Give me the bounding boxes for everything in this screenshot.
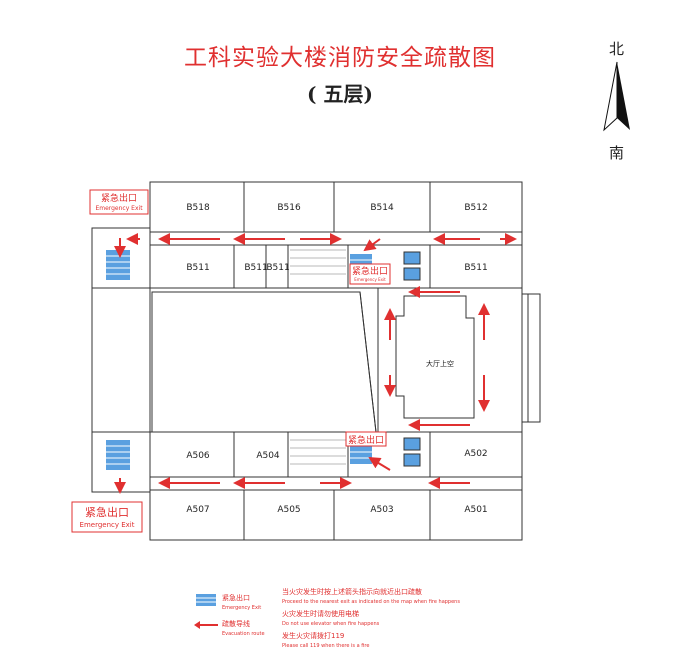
svg-text:Emergency Exit: Emergency Exit (95, 205, 143, 212)
legend-stair-icon (196, 594, 216, 606)
svg-text:紧急出口: 紧急出口 (352, 265, 388, 277)
room-a504: A504 (256, 451, 280, 461)
room-a502: A502 (464, 449, 487, 459)
legend-route-arrow-icon (194, 621, 218, 629)
stair-west-south-icon (106, 440, 130, 470)
svg-text:Emergency Exit: Emergency Exit (354, 277, 386, 282)
exit-sign-bottom-left: 紧急出口 Emergency Exit (71, 501, 143, 533)
north-arrow-icon (603, 61, 630, 132)
floor-subtitle: ( 五层) (307, 82, 373, 106)
stair-west-north-icon (106, 250, 130, 280)
room-a506: A506 (186, 451, 210, 461)
svg-text:紧急出口: 紧急出口 (101, 192, 137, 204)
room-b511-mid1: B511 (244, 263, 267, 273)
room-b511-right: B511 (464, 263, 487, 273)
svg-text:紧急出口: 紧急出口 (85, 505, 129, 519)
room-b516: B516 (277, 203, 301, 213)
elevator-south-icon (403, 437, 421, 467)
room-b511-left: B511 (186, 263, 209, 273)
room-a501: A501 (464, 505, 487, 515)
elevator-north-icon (403, 251, 421, 281)
page-title: 工科实验大楼消防安全疏散图 (184, 45, 496, 71)
svg-text:紧急出口: 紧急出口 (348, 434, 384, 446)
restroom-south-icon (290, 439, 346, 465)
evacuation-routes (114, 233, 517, 494)
room-a503: A503 (370, 505, 393, 515)
atrium-label: 大厅上空 (426, 359, 454, 368)
exit-sign-center-bottom: 紧急出口 (345, 431, 387, 447)
svg-text:Emergency Exit: Emergency Exit (80, 521, 135, 529)
exit-sign-center-top: 紧急出口 Emergency Exit (349, 263, 391, 285)
room-a505: A505 (277, 505, 300, 515)
room-b518: B518 (186, 203, 210, 213)
compass-north-label: 北 (609, 40, 625, 58)
room-b511-mid2: B511 (266, 263, 289, 273)
compass-south-label: 南 (609, 144, 625, 162)
room-b512: B512 (464, 203, 487, 213)
exit-sign-top-left: 紧急出口 Emergency Exit (89, 189, 149, 215)
room-a507: A507 (186, 505, 209, 515)
room-b514: B514 (370, 203, 394, 213)
restroom-north-icon (290, 249, 346, 275)
